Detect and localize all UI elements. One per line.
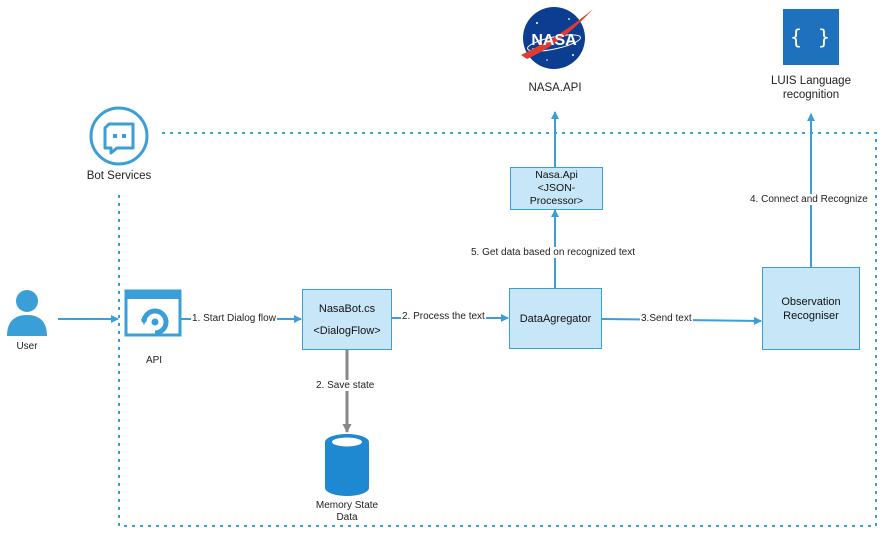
nasabot-subtitle: <DialogFlow> <box>313 324 381 337</box>
edge-label-connect-recognize: 4. Connect and Recognize <box>749 194 869 205</box>
data-agregator-title: DataAgregator <box>519 312 592 325</box>
nasa-api-subtitle: <JSON-Processor> <box>529 182 584 207</box>
edge-label-start-dialog: 1. Start Dialog flow <box>191 313 277 324</box>
database-cylinder-icon <box>323 433 371 497</box>
luis-label: LUIS Language recognition <box>753 74 869 102</box>
data-agregator-box: DataAgregator <box>509 288 602 349</box>
nasa-api-title: Nasa.Api <box>535 169 578 181</box>
braces-glyph: { } <box>789 25 833 49</box>
memory-label: Memory State Data <box>300 500 394 524</box>
bot-services-icon <box>88 105 150 167</box>
bot-services-label: Bot Services <box>86 170 152 182</box>
nasa-label: NASA.API <box>528 82 582 94</box>
luis-label-line2: recognition <box>782 89 840 101</box>
observation-box: Observation Recogniser <box>762 267 860 350</box>
observation-title: Observation <box>781 295 841 308</box>
edge-label-save-state: 2. Save state <box>315 380 376 391</box>
api-window-icon <box>124 289 182 347</box>
nasabot-title: NasaBot.cs <box>318 302 376 315</box>
user-icon <box>6 289 48 337</box>
nasa-api-box: Nasa.Api <JSON-Processor> <box>510 167 603 210</box>
api-label: API <box>145 355 163 366</box>
memory-label-line2: Data <box>336 512 358 523</box>
memory-label-line1: Memory State <box>315 500 379 511</box>
edge-label-get-data: 5. Get data based on recognized text <box>470 247 636 258</box>
nasabot-box: NasaBot.cs <DialogFlow> <box>302 289 392 350</box>
braces-icon: { } <box>783 9 839 65</box>
user-label: User <box>16 341 38 352</box>
luis-label-line1: LUIS Language <box>771 75 851 87</box>
nasa-logo: NASA <box>517 5 595 71</box>
edge-label-process-text: 2. Process the text <box>401 311 486 322</box>
edge-label-send-text: 3.Send text <box>640 313 693 324</box>
bot-services-boundary <box>118 132 877 527</box>
observation-subtitle: Recogniser <box>783 309 839 322</box>
nasa-logo-text: NASA <box>531 32 577 49</box>
